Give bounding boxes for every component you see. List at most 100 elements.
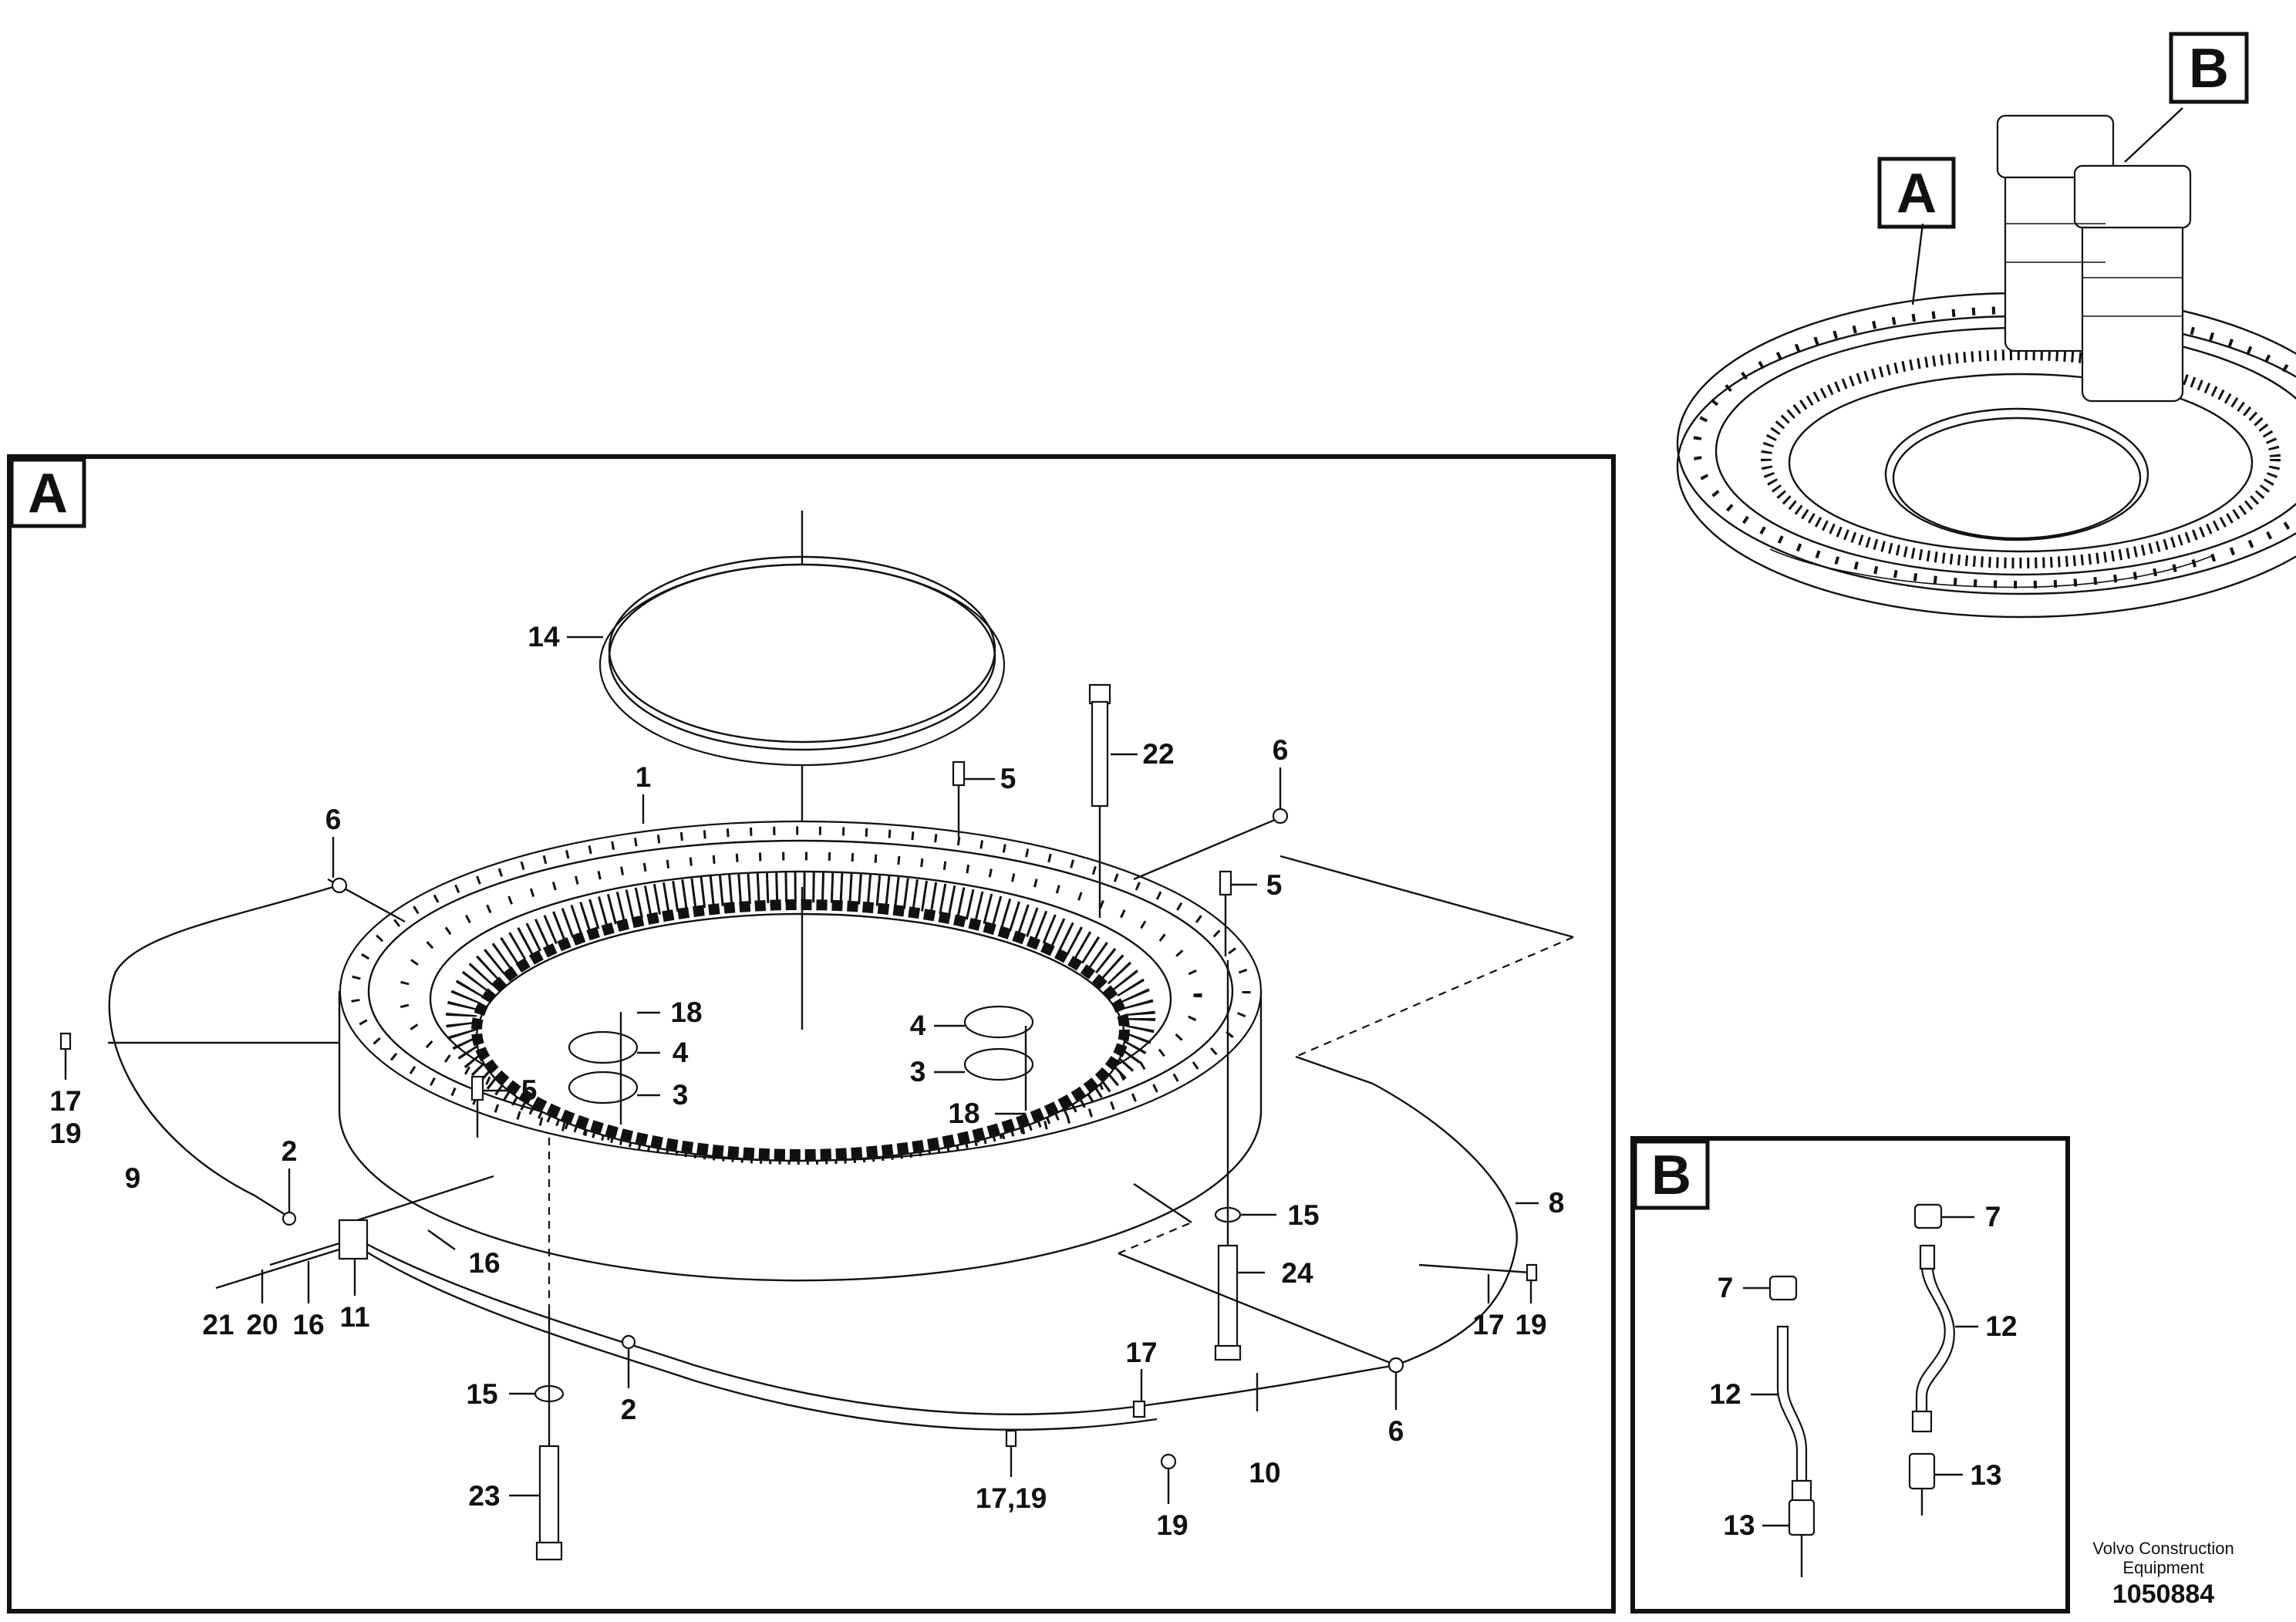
fitting-6-top (1272, 808, 1289, 824)
overview-label-b: B (2189, 38, 2229, 99)
grease-line-10 (362, 1240, 1397, 1415)
callout-13-right: 13 (1970, 1459, 2001, 1491)
callout-22: 22 (1142, 738, 1174, 770)
callout-16-block: 16 (292, 1309, 324, 1340)
fitting-2-bottom (621, 1334, 636, 1350)
leader-6-top-right (1279, 855, 1574, 939)
callout-11: 11 (339, 1301, 369, 1333)
nipple-17-19 (1005, 1429, 1017, 1448)
callout-15-left: 15 (466, 1378, 497, 1410)
fitting-2-left (282, 1211, 297, 1226)
overview-motor-1-head (1996, 114, 2115, 179)
leader-17-right (1418, 1263, 1532, 1274)
callout-16-ring: 16 (468, 1247, 500, 1279)
callout-2-left: 2 (282, 1135, 298, 1167)
bolt-22-shank (1091, 700, 1109, 808)
view-a-label: A (28, 463, 68, 524)
seal-ring-14-top (608, 555, 996, 744)
callout-5-top: 5 (1000, 763, 1017, 794)
adapter-13-left (1788, 1499, 1816, 1536)
view-b-frame (1630, 1136, 2070, 1614)
overview-gear-inner (1788, 373, 2254, 553)
ring-bottom-edge (338, 1110, 1263, 1282)
callouts-view-a: 14 1 5 22 6 6 5 18 4 3 4 3 18 5 17 19 9 … (49, 621, 1564, 1541)
cover-3-left (568, 1071, 639, 1104)
leader-6-top-left (1133, 816, 1281, 881)
pin-5-top (952, 760, 966, 787)
bolt-22-head (1088, 683, 1111, 705)
callout-17-left: 17 (49, 1085, 81, 1117)
washer-20 (269, 1242, 340, 1266)
overview-motor-2-head (2073, 164, 2192, 229)
pin-5-right (1219, 870, 1232, 896)
callout-5-left: 5 (521, 1074, 538, 1106)
view-a-frame (7, 454, 1616, 1614)
grease-line-8 (1372, 1082, 1518, 1367)
callout-7-right: 7 (1985, 1201, 2001, 1233)
callout-15-right: 15 (1287, 1199, 1319, 1231)
callout-23: 23 (468, 1480, 500, 1512)
bolt-23-head (535, 1541, 563, 1561)
callout-10: 10 (1249, 1457, 1280, 1489)
callout-8: 8 (1549, 1187, 1565, 1219)
leader-6-dash (1295, 936, 1574, 1058)
overview-teeth (1761, 349, 2281, 568)
ring-gear-teeth-front (471, 899, 1130, 1160)
bolt-24-shank (1217, 1244, 1239, 1359)
callout-5-right: 5 (1266, 869, 1283, 901)
cover-4-right (963, 1005, 1034, 1039)
cover-3-right (963, 1047, 1034, 1081)
overview-grease-line (1769, 548, 2214, 588)
callout-21: 21 (202, 1309, 234, 1340)
callout-leaders-a (64, 636, 1539, 1504)
callout-18-right: 18 (948, 1098, 979, 1129)
fitting-right-top (1919, 1244, 1936, 1270)
view-a-label-box (9, 457, 86, 528)
callout-3-left: 3 (673, 1079, 689, 1111)
callout-17-19: 17,19 (976, 1482, 1047, 1514)
callout-20: 20 (246, 1309, 278, 1340)
grease-line-10b (362, 1248, 1158, 1431)
callout-9: 9 (125, 1162, 141, 1194)
fitting-17-bottom (1132, 1400, 1146, 1418)
overview-seal (1884, 407, 2149, 541)
leader-6-bottom (1118, 1252, 1397, 1367)
overview-leader-b (2124, 107, 2183, 163)
cap-7-right (1913, 1203, 1943, 1229)
view-b-label: B (1651, 1145, 1691, 1206)
hose-12-right (1915, 1267, 1955, 1417)
hose-12-left (1776, 1325, 1808, 1482)
overview-label-a: A (1896, 163, 1937, 224)
callout-4-left: 4 (673, 1037, 689, 1068)
footer: Volvo Construction Equipment 1050884 (2092, 1539, 2234, 1609)
bolt-23-shank (538, 1445, 560, 1552)
overview-illustration: A B (1676, 32, 2296, 619)
plug-19 (1160, 1453, 1177, 1470)
bolt-21 (215, 1248, 340, 1290)
callout-19-bottom: 19 (1156, 1509, 1188, 1541)
overview-seal-inner (1892, 416, 2142, 540)
bolt-24-head (1214, 1344, 1242, 1361)
fitting-right-mid (1911, 1410, 1933, 1433)
callout-1: 1 (636, 761, 652, 793)
fitting-6-left (331, 877, 348, 894)
nipple-17-right (1526, 1263, 1538, 1282)
callout-19-left: 19 (49, 1118, 81, 1149)
view-b: B 7 7 12 12 13 13 (1630, 1136, 2070, 1614)
fitting-6-bottom (1387, 1357, 1404, 1374)
pin-5-left (470, 1075, 484, 1101)
brand-line-2: Equipment (2122, 1558, 2203, 1577)
callout-7-left: 7 (1718, 1272, 1734, 1303)
callout-12-left: 12 (1709, 1378, 1741, 1410)
overview-label-box-b (2169, 32, 2249, 104)
callout-2-bottom: 2 (621, 1394, 637, 1425)
leader-11-ring (342, 1175, 494, 1226)
callout-17-bottom: 17 (1125, 1337, 1157, 1368)
view-a: A (7, 454, 1616, 1614)
callout-24: 24 (1281, 1257, 1313, 1289)
block-11 (338, 1219, 369, 1260)
overview-leader-a (1911, 223, 1924, 305)
callout-18-left: 18 (670, 996, 702, 1028)
callout-6-left: 6 (325, 804, 342, 835)
nipple-17-left (59, 1032, 72, 1050)
